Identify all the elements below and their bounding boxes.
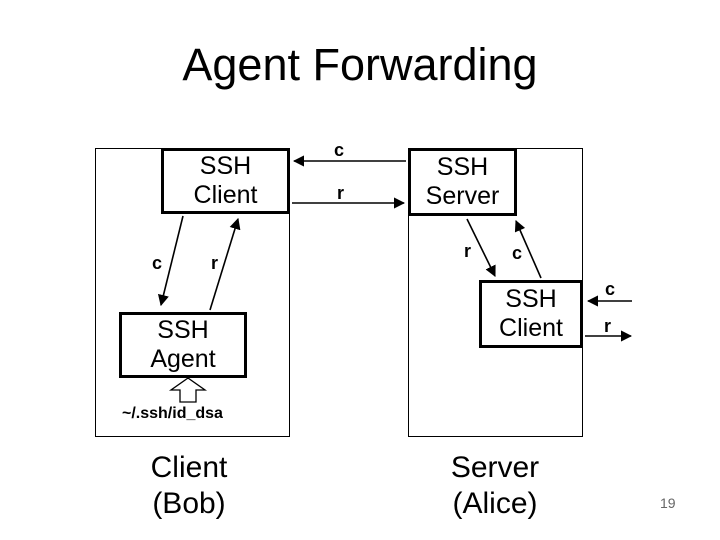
external-r-label: r (604, 316, 612, 336)
ssh-agent-box: SSH Agent (119, 312, 247, 378)
network-r-label: r (337, 183, 345, 203)
server-caption: Server (Alice) (450, 451, 540, 520)
client-to-server-c-label: c (512, 243, 523, 263)
client-caption: Client (Bob) (150, 451, 228, 520)
server-to-client-r-label: r (464, 241, 472, 261)
key-file-label: ~/.ssh/id_dsa (122, 405, 223, 422)
agent-to-client-r-label: r (211, 253, 219, 273)
slide-title: Agent Forwarding (182, 39, 538, 90)
ssh-server-box: SSH Server (408, 148, 517, 216)
client-to-agent-c-label: c (152, 253, 163, 273)
ssh-client-box-right: SSH Client (479, 280, 583, 348)
network-c-label: c (334, 140, 345, 160)
ssh-client-box-left: SSH Client (161, 148, 290, 214)
page-number: 19 (660, 495, 676, 511)
external-c-label: c (605, 279, 616, 299)
